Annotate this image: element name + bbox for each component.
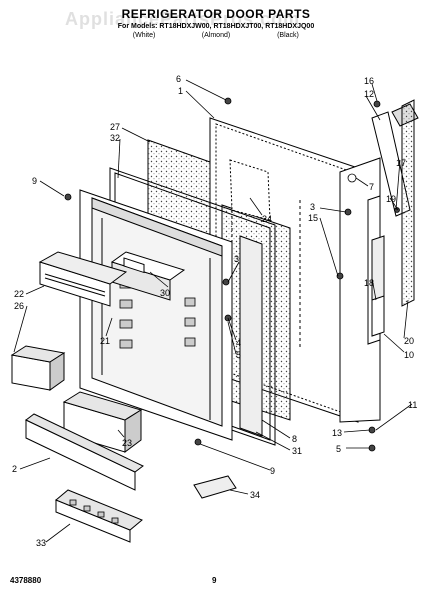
door-bin-large	[62, 391, 143, 453]
callout-18: 18	[364, 278, 374, 288]
color-black: (Black)	[277, 32, 299, 39]
callout-1: 1	[178, 86, 183, 96]
callout-5-upper: 5	[236, 350, 241, 360]
callout-8: 8	[292, 434, 297, 444]
callout-23: 23	[122, 438, 132, 448]
color-almond: (Almond)	[201, 32, 231, 39]
callout-9-lower: 9	[270, 466, 275, 476]
callout-24: 24	[262, 214, 272, 224]
callout-2: 2	[12, 464, 17, 474]
small-cover	[193, 475, 237, 499]
callout-13: 13	[332, 428, 342, 438]
callout-34: 34	[250, 490, 260, 500]
egg-tray	[55, 489, 143, 543]
watermark: AppliancePartsPros.com	[65, 9, 301, 29]
callout-3-inner: 3	[234, 254, 239, 264]
callout-16: 16	[364, 76, 374, 86]
page-number: 9	[212, 576, 217, 585]
diagram-code: 4378880	[10, 576, 42, 585]
door-bottom-trim	[25, 413, 144, 491]
callout-21: 21	[100, 336, 110, 346]
model-list: For Models: RT18HDXJW00, RT18HDXJT00, RT…	[117, 23, 315, 30]
callout-5-lower: 5	[336, 444, 341, 454]
leader-lines	[13, 79, 413, 543]
callout-12: 12	[364, 89, 374, 99]
callout-26: 26	[14, 301, 24, 311]
callout-3-outer: 3	[310, 202, 315, 212]
callout-19: 19	[386, 194, 396, 204]
callout-30: 30	[160, 288, 170, 298]
color-list: (White) (Almond) (Black)	[0, 31, 432, 40]
callout-20: 20	[404, 336, 414, 346]
callout-10: 10	[404, 350, 414, 360]
door-handle-trim	[339, 99, 419, 423]
color-white: (White)	[132, 32, 156, 39]
callout-22: 22	[14, 289, 24, 299]
callout-4: 4	[236, 338, 241, 348]
callout-32: 32	[110, 133, 120, 143]
callout-31: 31	[292, 446, 302, 456]
dairy-compartment	[110, 251, 186, 301]
diagram-title: REFRIGERATOR DOOR PARTS	[121, 7, 311, 21]
callout-33: 33	[36, 538, 46, 548]
callout-6: 6	[176, 74, 181, 84]
callout-27: 27	[110, 122, 120, 132]
door-bin-small	[10, 345, 66, 391]
door-shelf-upper	[38, 251, 128, 307]
callout-labels: 6 1 27 32 9 22 26 21 30 24 3 15 3 4 5 16…	[12, 74, 417, 548]
callout-17: 17	[396, 158, 406, 168]
callout-11: 11	[408, 400, 417, 410]
callout-9-upper: 9	[32, 176, 37, 186]
callout-15: 15	[308, 213, 318, 223]
diagram-header: REFRIGERATOR DOOR PARTS For Models: RT18…	[0, 8, 432, 40]
callout-7: 7	[369, 182, 374, 192]
